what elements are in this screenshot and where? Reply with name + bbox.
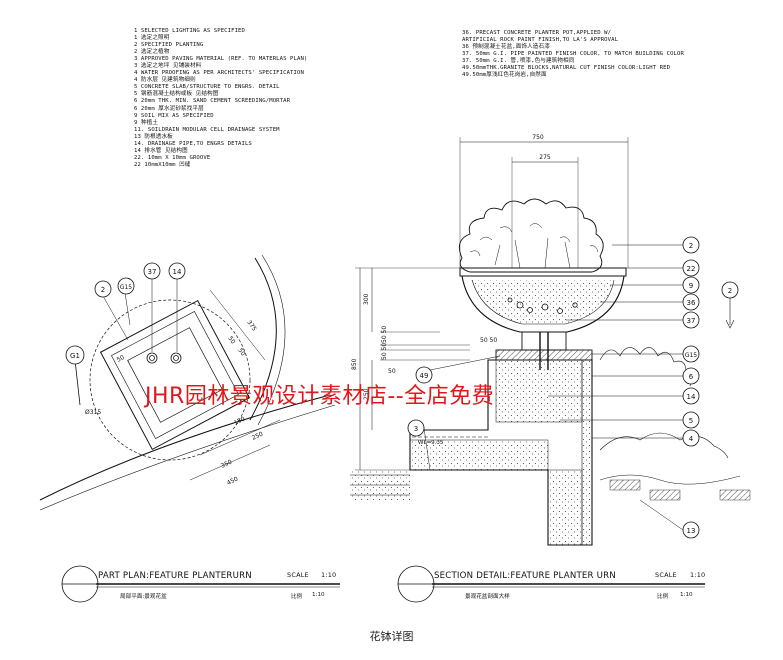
section-bubble-label: 5: [689, 417, 693, 425]
note-right-line: 36 预制混凝土花盆,面饰人造石漆: [462, 44, 550, 51]
plan-view: [39, 254, 336, 511]
note-left-line: 3 APPROVED PAVING MATERIAL (REF. TO MATE…: [134, 56, 308, 63]
note-left-line: 9 SOIL MIX AS SPECIFIED: [134, 112, 214, 119]
section-sub-scale-value: 1:10: [680, 592, 693, 598]
note-left-line: 4 防水层 见建筑物细则: [134, 77, 196, 84]
plan-bubble-g15: [117, 277, 135, 295]
section-bubble-labels: 2 22 9 36 37 G15 6 14 5 4 13 2 49 3: [414, 242, 732, 535]
section-bubble-label: 49: [420, 372, 429, 380]
plan-bubble-label: G15: [120, 284, 132, 291]
section-bubble-label: 36: [687, 299, 696, 307]
note-left-line: 3 选定之地坪 见铺装材料: [134, 63, 202, 70]
section-bubble-label: 13: [687, 527, 696, 535]
plan-dimension: 350: [220, 459, 234, 470]
plan-dimension: 250: [251, 431, 265, 442]
note-left-line: 9 种植土: [134, 119, 159, 126]
note-left-line: 6 20mm 厚水泥砂浆找平层: [134, 105, 204, 112]
section-dimension: 275: [539, 154, 551, 161]
section-bubble-label: 22: [687, 265, 696, 273]
note-left-line: 22 10mmX10mm 凹缝: [134, 161, 191, 168]
plan-bubble-14: [168, 262, 186, 280]
note-right-line: 37. 50mm G.I. 管,喷漆,色与建筑物相同: [462, 58, 575, 65]
note-left-line: 22. 10mm X 10mm GROOVE: [134, 154, 211, 161]
note-left-line: 11. SOILDRAIN MODULAR CELL DRAINAGE SYST…: [134, 126, 280, 133]
plan-bubble-label: G1: [70, 352, 80, 360]
plan-title: PART PLAN:FEATURE PLANTERURN: [98, 571, 252, 581]
plan-bubble-label: 37: [148, 268, 157, 276]
note-right-line: 36. PRECAST CONCRETE PLANTER POT,APPLIED…: [462, 30, 612, 36]
section-dimension: 50 50: [480, 337, 497, 344]
note-left-line: 13 防根透水板: [134, 133, 173, 140]
section-dimension: 50: [388, 368, 396, 375]
section-dimension: 50 50: [381, 326, 388, 343]
plan-bubbles: [65, 262, 186, 365]
plan-sub-scale-label: 比例: [291, 594, 303, 600]
plan-dimension: 50: [116, 354, 126, 364]
title-blocks: [61, 565, 705, 603]
section-dimension: 300: [363, 293, 370, 305]
section-dimension: 850: [351, 358, 358, 370]
section-bubble-label: 2: [689, 242, 693, 250]
plan-bubble-g1: [65, 345, 85, 365]
section-sub-scale-label: 比例: [657, 594, 669, 600]
plan-dimension: 450: [226, 476, 240, 487]
section-dimension: 250: [363, 388, 370, 400]
plan-dimension: 50: [226, 335, 236, 345]
section-subtitle: 景观花盆剖面大样: [465, 594, 510, 600]
plan-bubble-label: 14: [173, 268, 182, 276]
section-title: SECTION DETAIL:FEATURE PLANTER URN: [434, 571, 616, 581]
note-right-line: 49.50mmTHK.GRANITE BLOCKS,NATURAL CUT FI…: [462, 65, 671, 72]
section-dimension: 50 50: [381, 343, 388, 360]
section-bubble-label: 9: [689, 282, 693, 290]
section-bubble-label: 37: [687, 317, 696, 325]
plan-bubble-2: [94, 280, 112, 298]
plan-dimension: 50: [236, 347, 246, 357]
plan-dimension: 150: [233, 416, 247, 427]
section-bubble-label: 14: [687, 393, 696, 401]
notes-right: 36. PRECAST CONCRETE PLANTER POT,APPLIED…: [462, 30, 684, 79]
section-bubble-label: G15: [685, 352, 697, 359]
section-view: [350, 137, 751, 546]
section-scale-label: SCALE: [655, 571, 677, 579]
plan-sub-scale-value: 1:10: [312, 592, 325, 598]
plan-scale-label: SCALE: [287, 571, 309, 579]
section-scale-value: 1:10: [690, 571, 706, 579]
section-bubble-label: 3: [414, 425, 418, 433]
watermark-text: JHR园林景观设计素材店--全店免费: [145, 384, 495, 409]
note-left-line: 14. DRAINAGE PIPE,TO ENGRS DETAILS: [134, 140, 252, 147]
plan-bubble-label: 2: [101, 286, 105, 294]
note-left-line: 6 20mm THK. MIN. SAND CEMENT SCREEDING/M…: [134, 98, 291, 105]
note-left-line: 2 选定之植物: [134, 49, 170, 56]
section-dims: 750 275 300 850 250 50 50 50 50 50 50 50…: [351, 134, 551, 446]
section-bubble-label: 4: [689, 435, 694, 443]
section-bubble-label: 6: [689, 373, 694, 381]
plan-bubble-37: [143, 262, 161, 280]
note-right-line: 49.50mm厚浅红色花岗岩,自然面: [462, 72, 547, 79]
plan-scale-value: 1:10: [321, 571, 337, 579]
note-left-line: 1 选定之照明: [134, 35, 170, 42]
note-right-line: ARTIFICIAL ROCK PAINT FINISH,TO LA'S APP…: [462, 37, 619, 44]
note-left-line: 5 CONCRETE SLAB/STRUCTURE TO ENGRS. DETA…: [134, 84, 280, 91]
section-dimension: 750: [532, 134, 544, 141]
note-right-line: 37. 50mm G.I. PIPE PAINTED FINISH COLOR,…: [462, 51, 684, 58]
plan-dimension: Ø315: [85, 409, 101, 416]
section-bubble-label: 2: [728, 287, 732, 295]
section-bubbles-right: [407, 236, 739, 539]
note-left-line: 1 SELECTED LIGHTING AS SPECIFIED: [134, 28, 245, 34]
note-left-line: 2 SPECIFIED PLANTING: [134, 42, 204, 49]
plan-dimension: 375: [245, 319, 257, 333]
water-level-label: WL=9.35: [418, 440, 444, 446]
figure-caption: 花钵详图: [369, 630, 414, 643]
note-left-line: 4 WATER PROOFING AS PER ARCHITECTS' SPEC…: [134, 70, 304, 77]
plan-bubble-labels: 2 G15 37 14 G1: [70, 268, 182, 360]
note-left-line: 14 排水管 见结构图: [134, 147, 188, 154]
plan-subtitle: 局部平面:景观花盆: [120, 594, 167, 600]
note-left-line: 5 钢筋混凝土结构或板 见结构图: [134, 91, 219, 98]
